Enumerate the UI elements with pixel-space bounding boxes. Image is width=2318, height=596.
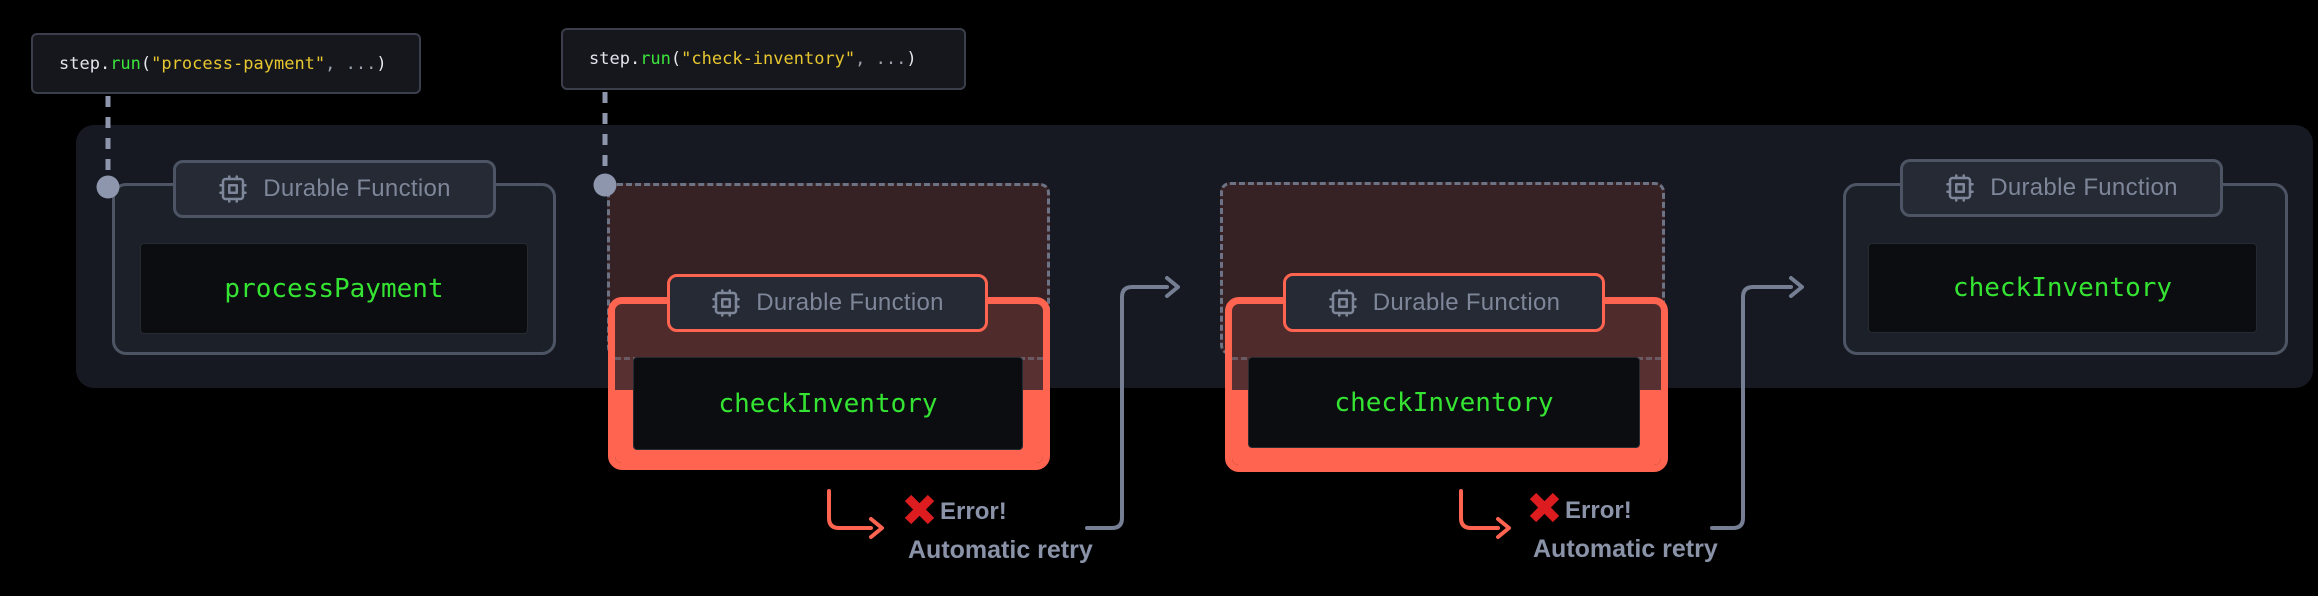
durable-function-badge-failed-2: Durable Function [1283, 273, 1605, 332]
durable-function-badge-label: Durable Function [1372, 288, 1561, 316]
error-x-icon-2 [1529, 492, 1560, 523]
code-label-check-inventory: step.run("check-inventory", ...) [561, 28, 966, 90]
automatic-retry-label-1: Automatic retry [908, 536, 1093, 564]
durable-function-badge-failed-1: Durable Function [667, 274, 988, 332]
code-token: "process-payment" [151, 53, 326, 74]
code-token: step. [589, 49, 641, 69]
code-token: ) [376, 53, 387, 74]
function-name-check-inventory-attempt-1: checkInventory [633, 357, 1023, 450]
code-label-process-payment: step.run("process-payment", ...) [31, 33, 421, 94]
code-token: run [110, 53, 141, 74]
code-token: step. [59, 53, 111, 74]
durable-function-badge-label: Durable Function [1990, 174, 2178, 201]
automatic-retry-label-2: Automatic retry [1533, 535, 1718, 563]
error-arrow-2 [1459, 489, 1500, 530]
code-token: , ... [325, 53, 377, 74]
error-arrow-1 [827, 489, 873, 530]
function-name-check-inventory-attempt-2: checkInventory [1248, 357, 1640, 448]
code-token: "check-inventory" [681, 49, 856, 69]
function-name-process-payment: processPayment [140, 243, 528, 334]
error-x-icon-1 [904, 494, 935, 525]
durable-function-badge: Durable Function [173, 160, 496, 218]
cpu-chip-icon [1946, 174, 1974, 202]
code-token: ) [906, 49, 917, 69]
durable-function-badge-label: Durable Function [263, 175, 451, 202]
code-token: run [640, 49, 671, 69]
code-token: ( [140, 53, 152, 74]
code-token: , ... [855, 49, 907, 69]
function-name-check-inventory: checkInventory [1868, 243, 2257, 333]
cpu-chip-icon [1328, 288, 1357, 317]
cpu-chip-icon [219, 175, 247, 203]
durable-function-badge: Durable Function [1900, 159, 2223, 217]
error-arrowhead-2 [1496, 517, 1511, 539]
code-token: ( [670, 49, 682, 69]
error-label-1: Error! [940, 498, 1007, 525]
cpu-chip-icon [712, 289, 740, 317]
error-arrowhead-1 [869, 517, 884, 539]
durable-function-badge-label: Durable Function [756, 289, 944, 316]
error-label-2: Error! [1565, 497, 1632, 524]
